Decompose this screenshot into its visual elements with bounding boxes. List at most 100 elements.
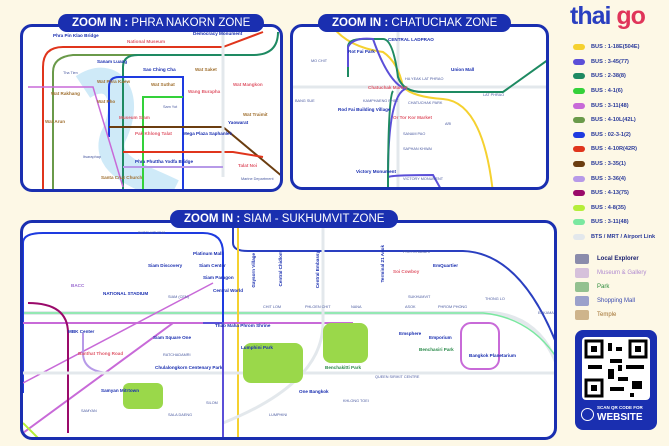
place-label: Chatuchak Market <box>368 85 408 90</box>
station-label: LUMPHINI <box>269 413 288 417</box>
place-label: Siam Paragon <box>203 275 234 280</box>
local-explorer-icon <box>575 254 589 264</box>
place-label: Museum Siam <box>119 115 150 120</box>
logo-text: thai <box>570 2 611 30</box>
legend-label: BUS : 02-3-1(2) <box>591 131 631 138</box>
siam-sukhumvit-routes <box>23 223 554 437</box>
place-label: Sao Ching Cha <box>143 67 176 72</box>
station-label: PHROM PHONG <box>438 305 468 309</box>
place-label: Victory Monument <box>356 169 396 174</box>
route-swatch <box>573 44 585 51</box>
legend-item: BUS : 3-35(1) <box>573 157 655 172</box>
place-label: Union Mall <box>451 67 475 72</box>
zone-title-prefix: ZOOM IN : <box>332 17 389 29</box>
place-label: HA YEAK LAT PHRAO <box>405 77 444 81</box>
station-label: THONG LO <box>485 297 505 301</box>
place-label: SAPHAN KHWAI <box>403 147 432 151</box>
place-label: Bangkok Planetarium <box>469 353 516 358</box>
place-label: Wat Suthat <box>151 82 175 87</box>
place-label: Terminal 21 Asok <box>380 245 385 283</box>
place-label: Or Tor Kor Market <box>393 115 432 120</box>
place-label: Itsaraphap <box>83 155 101 159</box>
place-label: Soi Cowboy <box>393 269 420 274</box>
siam-sukhumvit-map[interactable]: RATCHATHEWI Platinum Mall Siam Discovery… <box>20 220 557 440</box>
category-item: Local Explorer <box>575 252 646 266</box>
place-label: Santa Cruz Church <box>101 175 143 180</box>
place-label: One Bangkok <box>299 389 329 394</box>
category-item: Shopping Mall <box>575 294 646 308</box>
place-label: MBK Center <box>68 329 95 334</box>
station-label: SUKHUMVIT <box>408 295 431 299</box>
category-label: Local Explorer <box>597 256 639 262</box>
place-label: Central World <box>213 288 244 293</box>
place-label: Wat Traimit <box>243 112 268 117</box>
place-label: Tha Tien <box>63 71 78 75</box>
place-label: Wat Arun <box>45 119 66 124</box>
place-label: Gaysorn Village <box>251 253 256 288</box>
legend-item: BUS : 02-3-1(2) <box>573 128 655 143</box>
place-label: CHATUCHAK PARK <box>408 101 443 105</box>
route-swatch <box>573 102 585 109</box>
legend-item: BUS : 4-10R(42R) <box>573 142 655 157</box>
station-label: ASOK <box>405 305 416 309</box>
zone-title-text: PHRA NAKORN ZONE <box>131 17 251 29</box>
qr-code-image <box>582 337 650 400</box>
category-label: Museum & Gallery <box>597 270 647 276</box>
place-label: Wat Pho <box>97 99 116 104</box>
chatuchak-map[interactable]: CENTRAL LADPRAO Rot Fai Park Union Mall … <box>290 24 549 190</box>
place-label: Siam Square One <box>153 335 192 340</box>
zone-title-prefix: ZOOM IN : <box>184 213 241 225</box>
category-item: Museum & Gallery <box>575 266 646 280</box>
zone-title-chatuchak: ZOOM IN : CHATUCHAK ZONE <box>318 14 512 32</box>
zone-title-prefix: ZOOM IN : <box>72 17 129 29</box>
place-label: Phra Pin Klao Bridge <box>53 33 99 38</box>
route-swatch <box>573 131 585 138</box>
place-label: ARI <box>445 122 452 126</box>
place-label: EmQuartier <box>433 263 459 268</box>
route-swatch <box>573 88 585 95</box>
legend-label: BUS : 4-1(6) <box>591 88 623 95</box>
place-label: CENTRAL LADPRAO <box>388 37 434 42</box>
legend-item: BUS : 4-1(6) <box>573 84 655 99</box>
legend-item: BUS : 3-11(48) <box>573 215 655 230</box>
zone-title-siam-sukhumvit: ZOOM IN : SIAM - SUKHUMVIT ZONE <box>170 210 399 228</box>
place-label: Marine Department <box>241 177 274 181</box>
place-label: Central Chidlom <box>278 251 283 287</box>
route-swatch <box>573 58 585 65</box>
route-swatch <box>573 175 585 182</box>
legend-label: BUS : 2-38(8) <box>591 73 626 80</box>
place-label: Lumphini Park <box>241 345 273 350</box>
phra-nakorn-map[interactable]: Phra Pin Klao Bridge Democracy Monument … <box>20 24 283 192</box>
place-label: Emporium <box>429 335 452 340</box>
logo-text-go: go <box>616 2 646 30</box>
legend-label: BUS : 3-45(77) <box>591 58 629 65</box>
place-label: Wat Mangkon <box>233 82 263 87</box>
route-swatch <box>573 161 585 168</box>
route-swatch <box>573 117 585 124</box>
legend-label: BUS : 3-35(1) <box>591 161 626 168</box>
shopping-mall-icon <box>575 296 589 306</box>
place-label: Wat Saket <box>195 67 217 72</box>
globe-icon <box>581 408 594 421</box>
place-label: VICTORY MONUMENT <box>403 177 444 181</box>
category-item: Temple <box>575 308 646 322</box>
place-label: Samyan Mitrtown <box>101 388 140 393</box>
place-label: SANAM PAO <box>403 132 426 136</box>
place-label: LAT PHRAO <box>483 93 505 97</box>
legend-item: BUS : 4-13(75) <box>573 186 655 201</box>
place-label: Wat Phra Kaew <box>97 79 131 84</box>
museum-icon <box>575 268 589 278</box>
place-label: BANG SUE <box>295 99 315 103</box>
station-label: SAMYAN <box>81 409 97 413</box>
place-label: Sam Yot <box>163 105 178 109</box>
station-label: RATCHADAMRI <box>163 353 191 357</box>
place-label: Siam Center <box>199 263 226 268</box>
zone-title-phra-nakorn: ZOOM IN : PHRA NAKORN ZONE <box>58 14 265 32</box>
station-label: SALA DAENG <box>168 413 193 417</box>
qr-website-label: WEBSITE <box>597 412 643 423</box>
phra-nakorn-routes <box>28 31 280 189</box>
zone-title-text: CHATUCHAK ZONE <box>391 17 498 29</box>
station-label: NATIONAL STADIUM <box>103 291 149 296</box>
place-label: BACC <box>71 283 85 288</box>
qr-code-website[interactable]: SCAN QR CODE FOR WEBSITE <box>575 330 657 430</box>
